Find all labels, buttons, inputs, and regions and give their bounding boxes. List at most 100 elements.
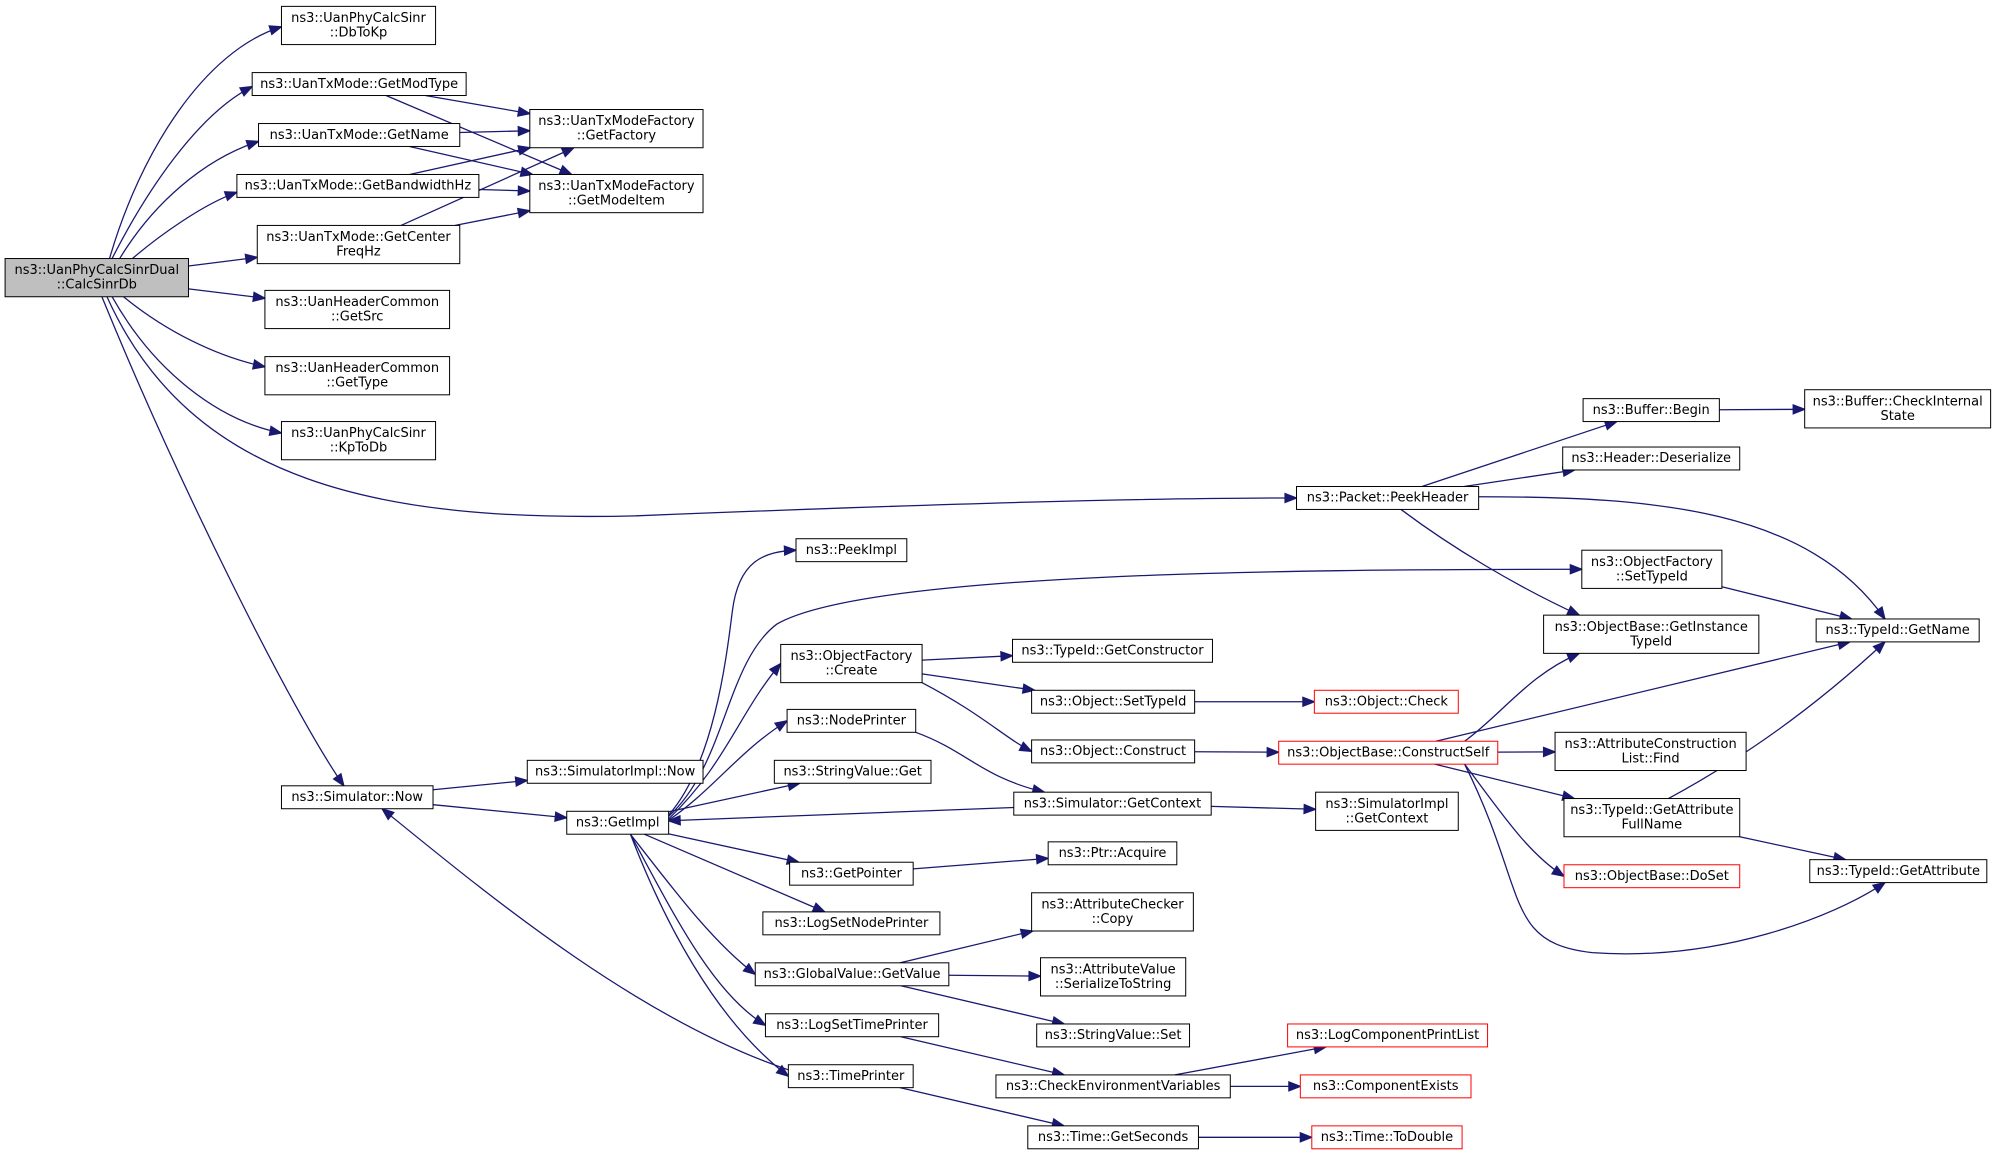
node-label: ns3::Object::Check — [1325, 695, 1449, 710]
node-label: ns3::AttributeChecker — [1041, 897, 1184, 912]
node-getbandwidth[interactable]: ns3::UanTxMode::GetBandwidthHz — [236, 173, 480, 198]
node-simimplgetcontext[interactable]: ns3::SimulatorImpl::GetContext — [1315, 791, 1459, 831]
node-bufbegin[interactable]: ns3::Buffer::Begin — [1582, 398, 1720, 423]
node-timegetseconds[interactable]: ns3::Time::GetSeconds — [1027, 1125, 1199, 1150]
edge-root-to-getmodtype — [111, 85, 254, 259]
node-box — [280, 785, 434, 810]
node-timeprinter[interactable]: ns3::TimePrinter — [787, 1064, 914, 1089]
node-label: ns3::TypeId::GetName — [1826, 623, 1970, 638]
node-doset[interactable]: ns3::ObjectBase::DoSet — [1563, 864, 1741, 889]
edge-simnow-to-simimplnow — [432, 776, 530, 791]
node-getmodeitem[interactable]: ns3::UanTxModeFactory::GetModeItem — [529, 173, 704, 214]
node-label: ns3::SimulatorImpl — [1325, 797, 1448, 812]
node-simnow[interactable]: ns3::Simulator::Now — [280, 785, 434, 810]
node-checkenv[interactable]: ns3::CheckEnvironmentVariables — [995, 1074, 1231, 1099]
node-box — [1554, 731, 1747, 772]
node-label: ns3::UanTxMode::GetBandwidthHz — [245, 179, 472, 194]
node-box — [264, 356, 451, 396]
node-label: FreqHz — [336, 245, 381, 260]
edge-getbandwidth-to-getfactory — [409, 145, 532, 176]
node-objcheck[interactable]: ns3::Object::Check — [1313, 689, 1459, 714]
node-peekimpl[interactable]: ns3::PeekImpl — [795, 538, 908, 563]
node-logsetnodeprinter[interactable]: ns3::LogSetNodePrinter — [762, 911, 941, 936]
edge-objconstruct-to-constructself — [1194, 746, 1281, 758]
node-label: ns3::UanTxModeFactory — [538, 114, 695, 129]
node-logsettimeprinter[interactable]: ns3::LogSetTimePrinter — [764, 1013, 940, 1038]
edge-gvgetvalue-to-accopy — [899, 928, 1035, 964]
edge-root-to-getname_txmode — [119, 139, 261, 259]
node-objconstruct[interactable]: ns3::Object::Construct — [1031, 739, 1196, 764]
node-label: ns3::ObjectBase::GetInstance — [1555, 620, 1748, 635]
node-box — [529, 109, 704, 149]
edge-timeprinter-to-simnow — [380, 807, 789, 1071]
node-strget[interactable]: ns3::StringValue::Get — [773, 759, 932, 784]
node-accopy[interactable]: ns3::AttributeChecker::Copy — [1031, 892, 1194, 932]
node-box — [280, 421, 437, 461]
node-getname-txmode[interactable]: ns3::UanTxMode::GetName — [258, 123, 461, 147]
node-tidgetattr[interactable]: ns3::TypeId::GetAttribute — [1809, 859, 1988, 884]
node-box — [764, 1013, 940, 1038]
node-constructself[interactable]: ns3::ObjectBase::ConstructSelf — [1278, 740, 1499, 765]
node-getfactory[interactable]: ns3::UanTxModeFactory::GetFactory — [529, 109, 704, 149]
node-avserialize[interactable]: ns3::AttributeValue::SerializeToString — [1040, 957, 1187, 997]
node-getconstructor[interactable]: ns3::TypeId::GetConstructor — [1012, 638, 1213, 663]
edge-getattrfullname-to-tidgetattr — [1739, 836, 1848, 863]
node-label: ::Create — [825, 664, 877, 679]
node-label: ns3::Simulator::Now — [291, 790, 423, 805]
node-simgetcontext[interactable]: ns3::Simulator::GetContext — [1013, 791, 1212, 816]
node-box — [773, 759, 932, 784]
node-box — [1013, 791, 1212, 816]
node-label: ns3::GetImpl — [576, 815, 660, 830]
node-gettype[interactable]: ns3::UanHeaderCommon::GetType — [264, 356, 451, 396]
node-ptracquire[interactable]: ns3::Ptr::Acquire — [1047, 841, 1178, 866]
node-box — [1036, 1023, 1191, 1048]
node-label: ns3::NodePrinter — [797, 714, 907, 729]
node-box — [1562, 446, 1741, 471]
node-timetodouble[interactable]: ns3::Time::ToDouble — [1311, 1125, 1463, 1150]
node-logcompprintlist[interactable]: ns3::LogComponentPrintList — [1287, 1023, 1489, 1048]
node-box — [786, 708, 917, 733]
node-dbtokp[interactable]: ns3::UanPhyCalcSinr::DbToKp — [280, 5, 437, 46]
node-label: ns3::ObjectBase::ConstructSelf — [1287, 745, 1490, 760]
node-kptodb[interactable]: ns3::UanPhyCalcSinr::KpToDb — [280, 421, 437, 461]
edge-constructself-to-acfind — [1497, 746, 1557, 758]
node-box — [787, 1064, 914, 1089]
node-tidgetname[interactable]: ns3::TypeId::GetName — [1815, 618, 1980, 643]
node-hdrdeser[interactable]: ns3::Header::Deserialize — [1562, 446, 1741, 471]
node-box — [1563, 798, 1741, 838]
node-gvgetvalue[interactable]: ns3::GlobalValue::GetValue — [754, 962, 950, 987]
node-label: ns3::Time::ToDouble — [1321, 1130, 1453, 1145]
node-strset[interactable]: ns3::StringValue::Set — [1036, 1023, 1191, 1048]
edge-getpointer-to-ptracquire — [913, 853, 1050, 870]
edge-root-to-getsrc — [188, 288, 267, 303]
node-root[interactable]: ns3::UanPhyCalcSinrDual::CalcSinrDb — [4, 258, 189, 298]
node-label: ns3::LogSetTimePrinter — [776, 1018, 928, 1033]
node-getmodtype[interactable]: ns3::UanTxMode::GetModType — [251, 72, 467, 97]
node-box — [1581, 549, 1723, 589]
node-nodeprinter[interactable]: ns3::NodePrinter — [786, 708, 917, 733]
node-label: ::SerializeToString — [1055, 977, 1171, 992]
node-label: ::Copy — [1092, 912, 1134, 927]
node-compexists[interactable]: ns3::ComponentExists — [1299, 1074, 1472, 1099]
node-peekheader[interactable]: ns3::Packet::PeekHeader — [1296, 486, 1480, 510]
edge-getmodtype-to-getfactory — [425, 94, 532, 117]
node-label: ns3::Header::Deserialize — [1571, 451, 1731, 466]
node-ofsettypeid[interactable]: ns3::ObjectFactory::SetTypeId — [1581, 549, 1723, 589]
node-getimpl[interactable]: ns3::GetImpl — [566, 810, 670, 835]
node-getsrc[interactable]: ns3::UanHeaderCommon::GetSrc — [264, 289, 451, 330]
node-ofcreate[interactable]: ns3::ObjectFactory::Create — [780, 643, 923, 684]
node-objsettypeid[interactable]: ns3::Object::SetTypeId — [1031, 689, 1196, 714]
node-getpointer[interactable]: ns3::GetPointer — [789, 861, 914, 886]
node-label: ns3::StringValue::Get — [783, 765, 921, 780]
edge-getattrfullname-to-tidgetname — [1668, 640, 1887, 800]
node-simimplnow[interactable]: ns3::SimulatorImpl::Now — [526, 759, 704, 784]
node-box — [1299, 1074, 1472, 1099]
edge-getbandwidth-to-getmodeitem — [478, 185, 532, 197]
edge-simgetcontext-to-getimpl — [666, 806, 1014, 826]
